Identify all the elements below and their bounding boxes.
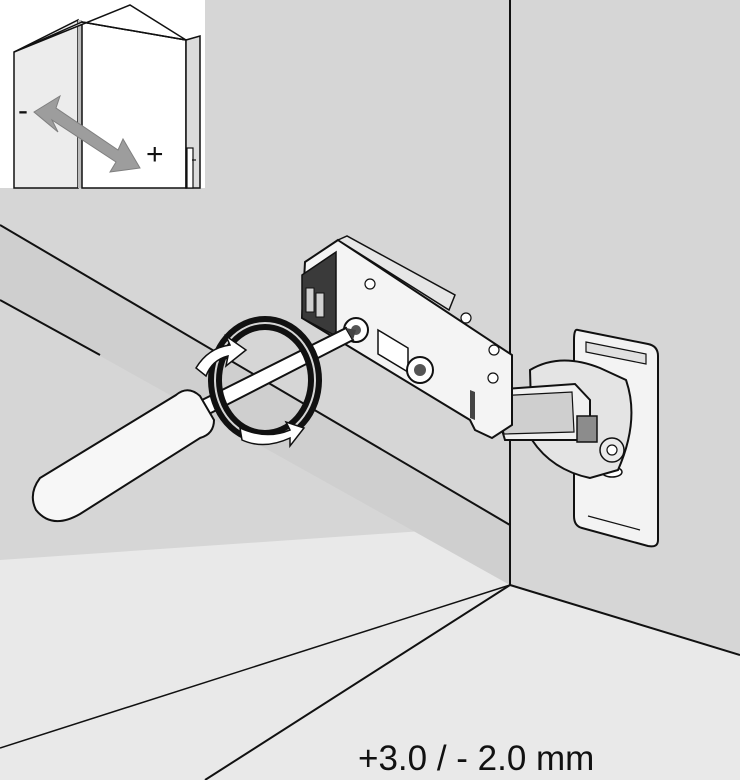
cabinet-door-inset (0, 0, 205, 189)
plus-sign: + (146, 138, 164, 171)
rotation-arrow-icon (195, 333, 306, 449)
cabinet-top-edge (0, 225, 510, 585)
door-handle (186, 147, 196, 189)
floor (0, 525, 740, 780)
double-arrow-icon (33, 94, 141, 173)
adjustment-range-label: +3.0 / - 2.0 mm (358, 739, 595, 778)
minus-sign: - (18, 94, 28, 127)
